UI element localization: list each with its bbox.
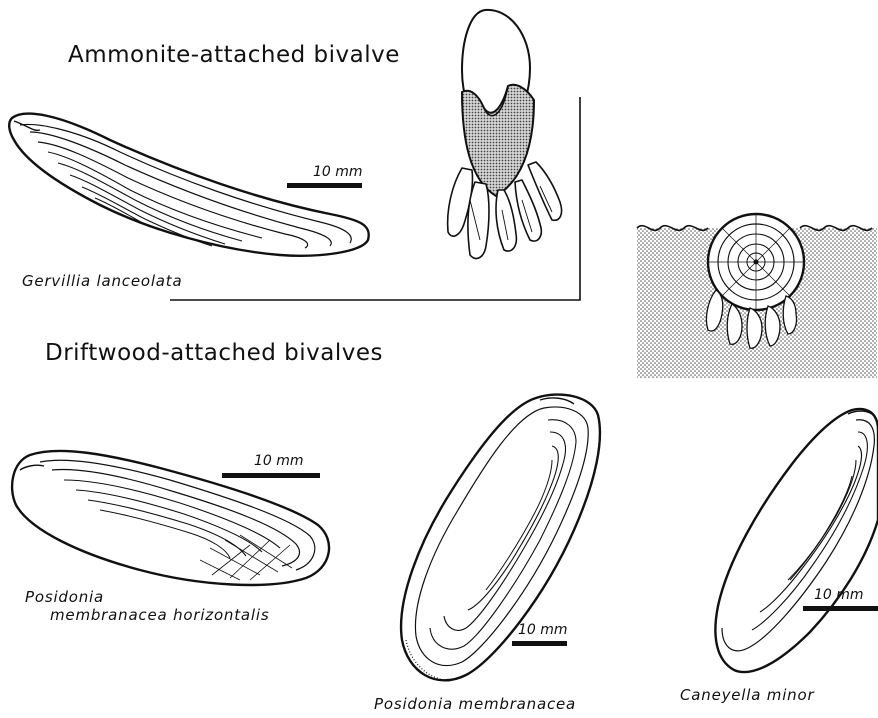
species-label-posidonia-horizontalis-line1: Posidonia [25, 588, 104, 606]
scale-bar-posidonia-horizontalis [222, 473, 320, 478]
caneyella-shell-icon [715, 409, 878, 672]
posidonia-membranacea-shell-icon [401, 395, 600, 681]
driftwood-log-icon [637, 214, 877, 378]
posidonia-horizontalis-shell-icon [12, 451, 329, 585]
scale-label-gervillia: 10 mm [313, 164, 363, 180]
species-label-posidonia-membranacea: Posidonia membranacea [374, 695, 576, 713]
heading-ammonite-attached: Ammonite-attached bivalve [68, 42, 400, 68]
heading-driftwood-attached: Driftwood-attached bivalves [45, 340, 383, 366]
scale-label-posidonia-membranacea: 10 mm [518, 622, 568, 638]
ammonite-with-bivalves-icon [448, 10, 562, 259]
scale-bar-posidonia-membranacea [512, 641, 567, 646]
species-label-gervillia: Gervillia lanceolata [22, 272, 182, 290]
species-label-caneyella: Caneyella minor [680, 686, 814, 704]
species-label-posidonia-horizontalis-line2: membranacea horizontalis [50, 606, 269, 624]
scale-label-posidonia-horizontalis: 10 mm [254, 453, 304, 469]
scale-label-caneyella: 10 mm [814, 587, 864, 603]
scale-bar-caneyella [803, 606, 878, 611]
scale-bar-gervillia [287, 183, 362, 188]
